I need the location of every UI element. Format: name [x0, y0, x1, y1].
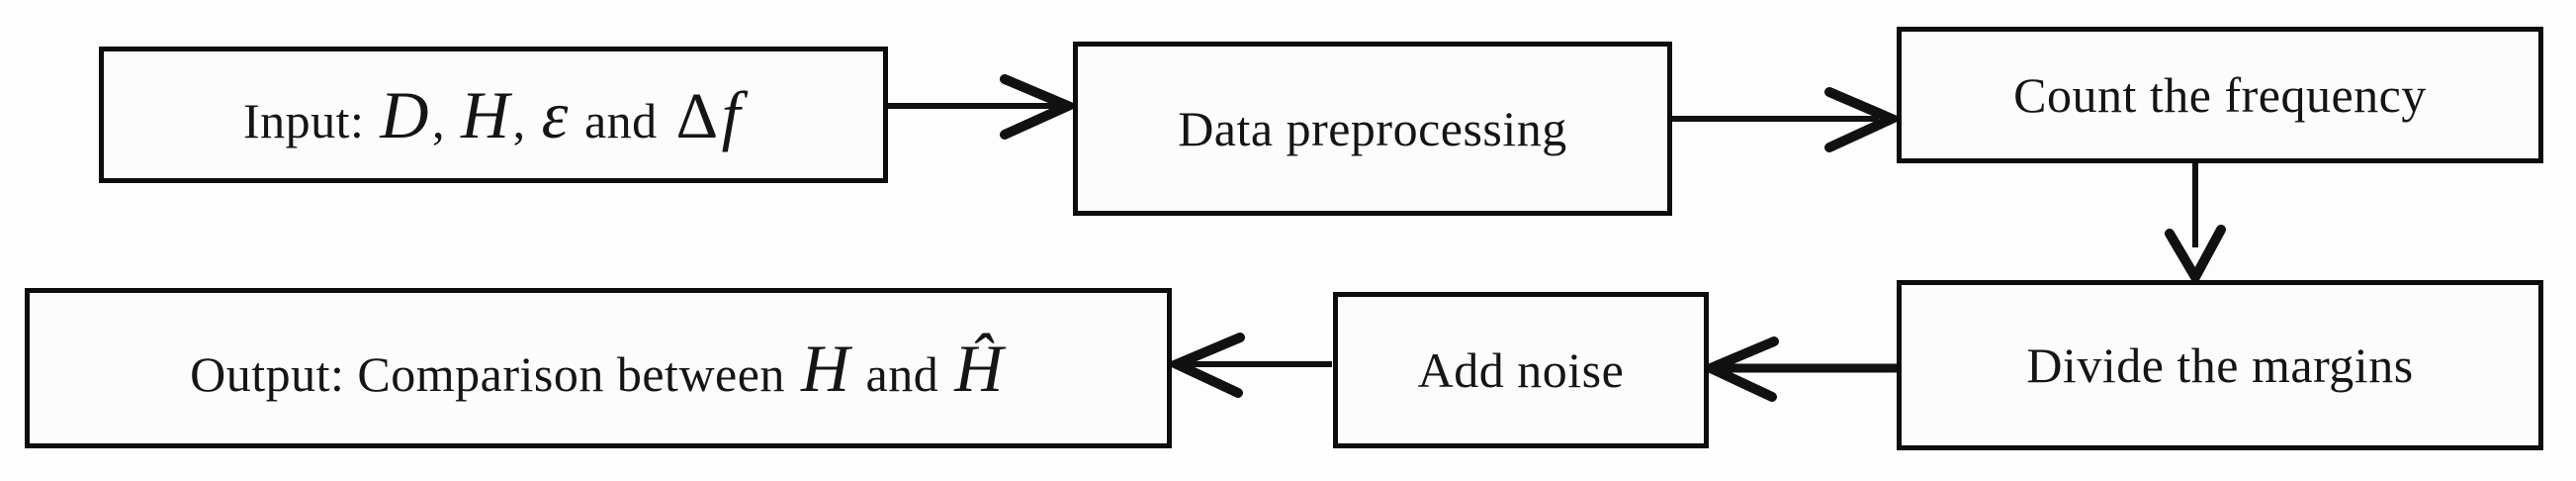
arrow-input-to-preprocess — [888, 74, 1081, 140]
arrow-count-to-divide — [2165, 163, 2226, 288]
node-divide-margins: Divide the margins — [1897, 280, 2543, 450]
node-divide-margins-label: Divide the margins — [2026, 337, 2414, 393]
node-add-noise: Add noise — [1333, 292, 1709, 448]
node-data-preprocessing-label: Data preprocessing — [1178, 101, 1567, 156]
node-input: Input: D, H, ε and Δf — [99, 47, 888, 183]
node-add-noise-label: Add noise — [1417, 342, 1625, 398]
node-output: Output: Comparison between H and Ĥ — [25, 288, 1172, 448]
node-data-preprocessing: Data preprocessing — [1073, 42, 1672, 216]
node-count-frequency: Count the frequency — [1897, 27, 2543, 163]
node-input-label: Input: D, H, ε and Δf — [242, 76, 741, 152]
node-count-frequency-label: Count the frequency — [2013, 67, 2427, 123]
arrow-divide-to-noise — [1698, 337, 1897, 402]
arrow-noise-to-output — [1164, 333, 1332, 398]
node-output-label: Output: Comparison between H and Ĥ — [190, 331, 1004, 406]
arrow-preprocess-to-count — [1672, 87, 1905, 152]
